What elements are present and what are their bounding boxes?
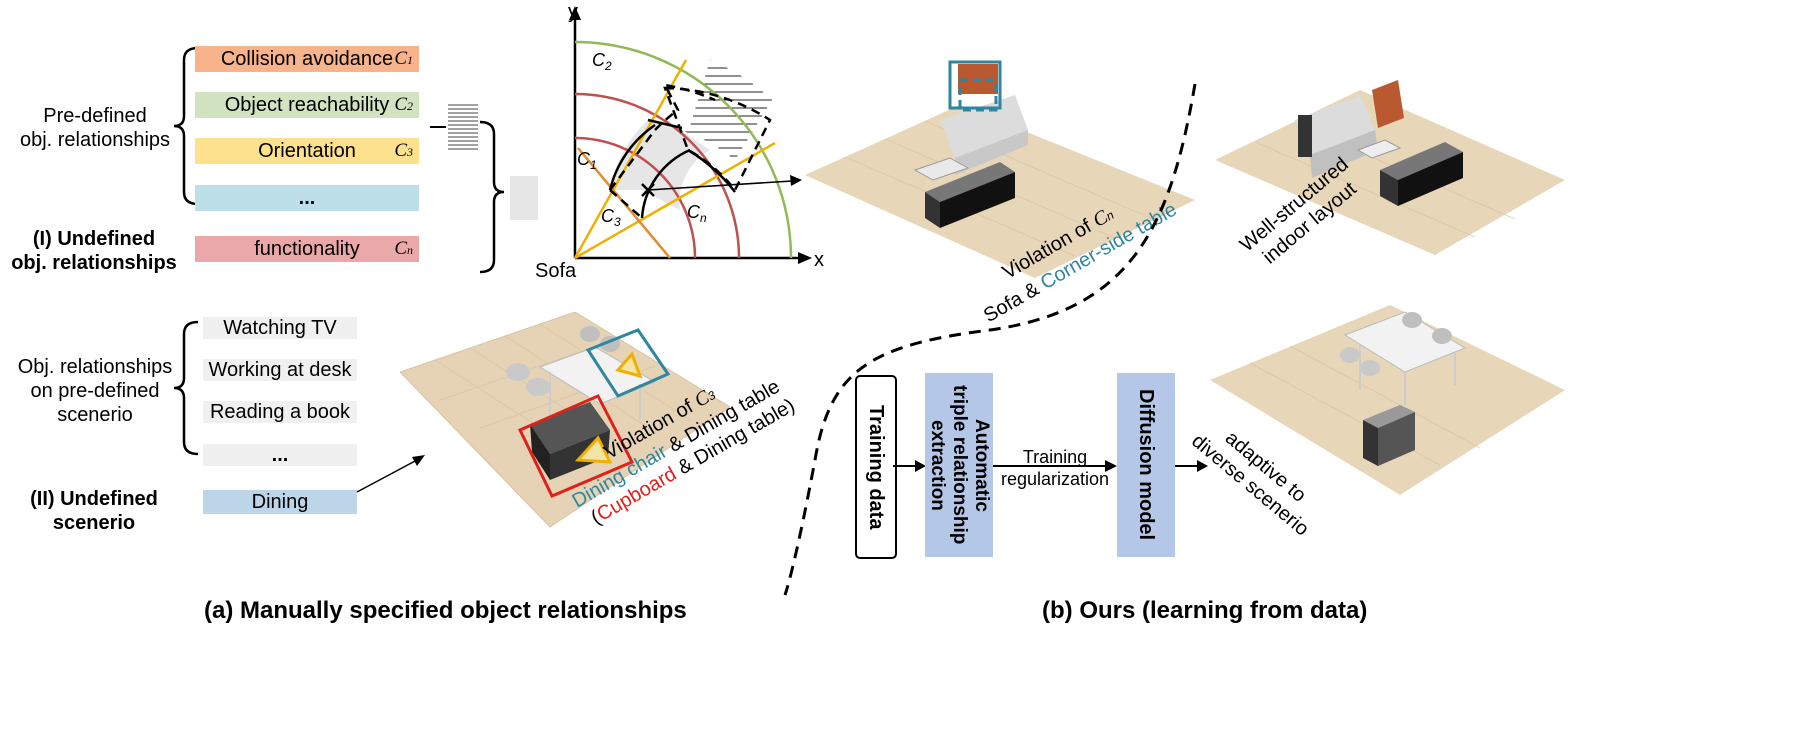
well-structured-scene (1215, 80, 1565, 255)
bar-functionality: functionality Cn (195, 236, 419, 262)
bar-label: Collision avoidance (220, 47, 394, 70)
bar-object-reachability: Object reachability C2 (195, 92, 419, 118)
scenario-label: Obj. relationships on pre-defined scener… (17, 356, 173, 426)
corner-side-table-highlight (948, 60, 1002, 110)
y-axis-arrow (569, 6, 581, 20)
scenario-brace (173, 320, 199, 456)
dining-chair-highlight (585, 328, 671, 398)
scenario-item: Watching TV (203, 317, 357, 339)
c3-line-upper (573, 59, 688, 259)
undefined-relationships-label: (I) Undefined obj. relationships (11, 228, 177, 274)
arc-c2 (574, 40, 793, 259)
cupboard-highlight (517, 394, 635, 498)
bar-label: functionality (254, 237, 360, 260)
bar-symbol: Cn (394, 238, 413, 259)
sofa (940, 95, 1028, 158)
predefined-relationships-label: Pre-defined obj. relationships (19, 105, 171, 151)
cupboard (1363, 405, 1415, 428)
scenario-item: Reading a book (203, 401, 357, 423)
scenario-item: ... (203, 444, 357, 466)
x-axis-arrow (798, 252, 812, 264)
training-data-box: Training data (855, 375, 897, 559)
living-room-violation-scene (805, 60, 1195, 278)
bar-collision-avoidance: Collision avoidance C1 (195, 46, 419, 72)
svg-text:C1: C1 (577, 149, 597, 172)
scenario-item: Working at desk (203, 359, 357, 381)
dining-scene (400, 312, 730, 528)
bar-symbol: C1 (394, 48, 413, 69)
caption-b: (b) Ours (learning from data) (1042, 597, 1368, 624)
stacked-lines-icon (448, 104, 478, 150)
undefined-scenario-label: (II) Undefined scenerio (30, 488, 158, 534)
triple-extraction-box: Automatic triple relationship extraction (925, 373, 993, 557)
x-label: x (814, 249, 824, 271)
sofa (1295, 95, 1375, 155)
adaptive-dining-scene (1210, 305, 1565, 495)
chair (506, 363, 530, 381)
y-label: y (568, 1, 578, 23)
side-table (1372, 80, 1404, 128)
svg-text:C3: C3 (601, 206, 621, 229)
merge-brace (430, 104, 538, 274)
arrow-to-extraction (893, 460, 926, 472)
arrow-to-output (1175, 460, 1208, 472)
bar-label: ... (298, 186, 316, 209)
c3-line-lower (574, 141, 776, 260)
constraint-plot: y x Sofa C2 C1 C3 Cn (535, 1, 824, 282)
dining-table (538, 346, 657, 405)
bar-symbol: C2 (394, 94, 413, 115)
bar-ellipsis: ... (195, 185, 419, 211)
arc-c1-outer (574, 92, 741, 259)
bars-brace (173, 46, 199, 206)
pointer-arrow (647, 180, 793, 191)
scenario-item-dining: Dining (203, 490, 357, 514)
arrow-to-diffusion (993, 460, 1117, 472)
dining-table (1343, 311, 1467, 373)
bar-label: Orientation (258, 139, 356, 162)
chair (580, 326, 600, 342)
chair (526, 378, 550, 396)
dining-arrow (356, 455, 425, 493)
bar-symbol: C3 (394, 140, 413, 161)
bar-label: Object reachability (224, 93, 390, 116)
diffusion-model-box: Diffusion model (1117, 373, 1175, 557)
caption-a: (a) Manually specified object relationsh… (204, 597, 687, 624)
training-regularization-label: Training regularization (1000, 447, 1110, 489)
svg-text:Cn: Cn (687, 202, 707, 225)
svg-text:C2: C2 (592, 50, 612, 73)
origin-label: Sofa (535, 260, 577, 282)
bar-orientation: Orientation C3 (195, 138, 419, 164)
section-divider (783, 83, 1197, 596)
